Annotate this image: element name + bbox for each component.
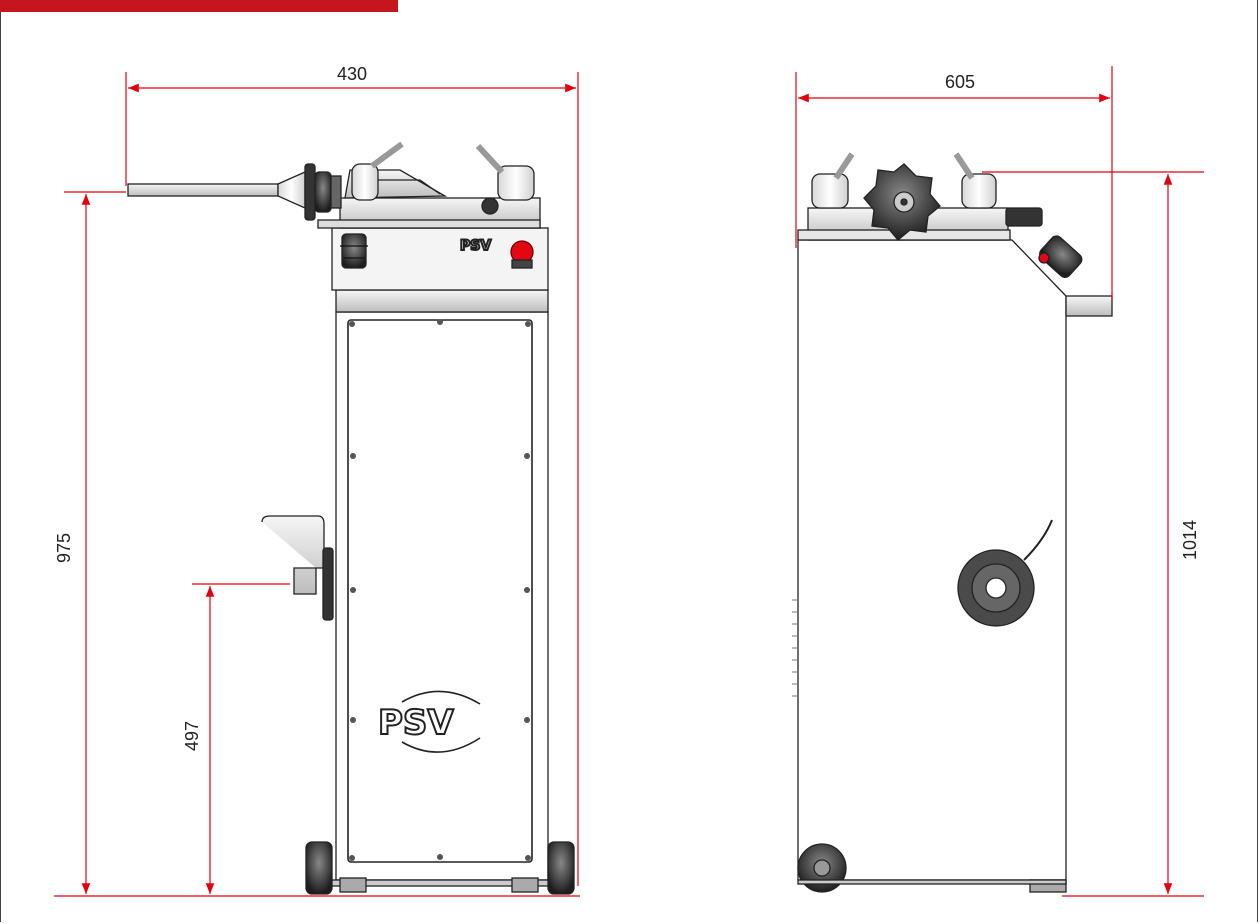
star-knob-icon	[863, 163, 941, 241]
header-bar	[0, 0, 398, 12]
front-logo: PSV	[377, 690, 481, 753]
spindle-disc-icon	[957, 519, 1053, 627]
svg-text:PSV: PSV	[378, 703, 454, 743]
dimension-labels: 430 975 497 605 1014	[54, 64, 1200, 751]
dim-front-width: 430	[337, 64, 367, 84]
side-view	[792, 152, 1113, 893]
dimension-lines	[54, 66, 1204, 897]
dim-tray-height: 497	[182, 721, 202, 751]
dim-side-height: 1014	[1180, 520, 1200, 560]
head-logo: PSV	[460, 238, 491, 254]
dim-side-depth: 605	[945, 72, 975, 92]
dim-front-height: 975	[54, 533, 74, 563]
front-view: PSV PSV	[127, 141, 575, 895]
